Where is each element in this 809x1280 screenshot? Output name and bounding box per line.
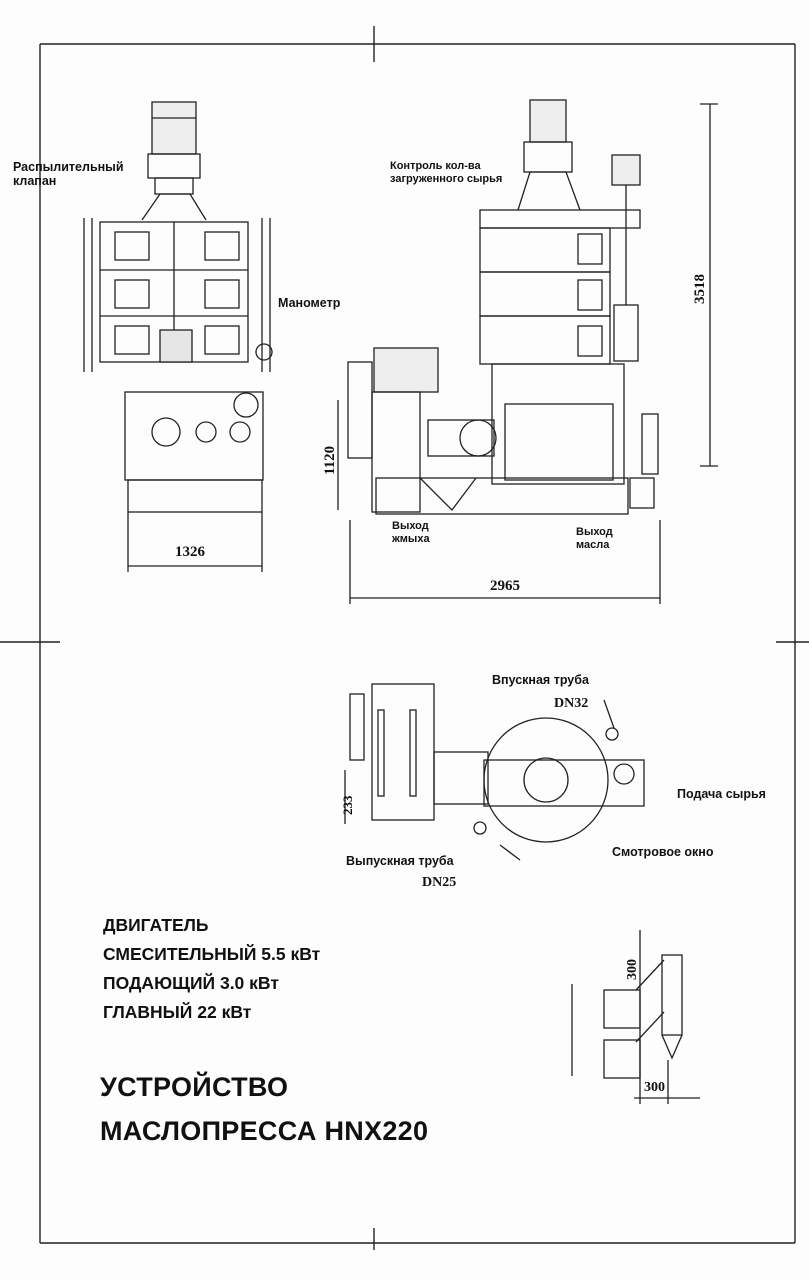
- dim-plan-offset: 233: [340, 795, 355, 816]
- motor-mixing: СМЕСИТЕЛЬНЫЙ 5.5 кВт: [103, 944, 321, 964]
- dim-detail-horizontal: 300: [644, 1080, 665, 1095]
- raw-control-label-line1: Контроль кол-ва: [390, 160, 481, 172]
- cake-outlet-label: Выход жмыха: [392, 520, 430, 545]
- title-line1: УСТРОЙСТВО: [100, 1072, 289, 1102]
- oil-outlet-label: Выход масла: [576, 526, 613, 551]
- oil-outlet-label-line2: масла: [576, 538, 610, 551]
- detail-view: [571, 930, 700, 1104]
- front-view: [83, 101, 273, 572]
- cake-outlet-label-line1: Выход: [392, 520, 429, 532]
- title-line2: МАСЛОПРЕССА HNX220: [100, 1116, 429, 1146]
- drawing-frame: [0, 26, 809, 1250]
- raw-feed-label: Подача сырья: [677, 787, 766, 801]
- outlet-pipe-label: Выпускная труба: [346, 854, 454, 868]
- side-view: [337, 99, 718, 604]
- oil-outlet-label-line1: Выход: [576, 526, 613, 538]
- dim-dn-inlet: DN32: [554, 696, 589, 711]
- cake-outlet-label-line2: жмыха: [392, 532, 430, 545]
- dim-width-front: 1326: [175, 544, 205, 560]
- raw-control-label: Контроль кол-ва загруженного сырья: [390, 160, 502, 185]
- dim-dn-outlet: DN25: [422, 875, 457, 890]
- motor-feeding: ПОДАЮЩИЙ 3.0 кВт: [103, 973, 279, 993]
- manometer-label: Манометр: [278, 296, 341, 310]
- motor-heading: ДВИГАТЕЛЬ: [103, 915, 209, 935]
- sight-window-label: Смотровое окно: [612, 845, 714, 859]
- spray-valve-label-line2: клапан: [13, 174, 57, 189]
- motor-main: ГЛАВНЫЙ 22 кВт: [103, 1002, 252, 1022]
- inlet-pipe-label: Впускная труба: [492, 673, 589, 687]
- dim-height-total: 3518: [692, 274, 708, 304]
- spray-valve-label: Распылительный клапан: [13, 160, 124, 189]
- dim-detail-vertical: 300: [625, 959, 640, 980]
- raw-control-label-line2: загруженного сырья: [390, 172, 503, 185]
- dim-width-side: 2965: [490, 578, 520, 594]
- spray-valve-label-line1: Распылительный: [13, 160, 124, 174]
- dim-height-base: 1120: [322, 445, 338, 475]
- plan-view: [344, 683, 645, 861]
